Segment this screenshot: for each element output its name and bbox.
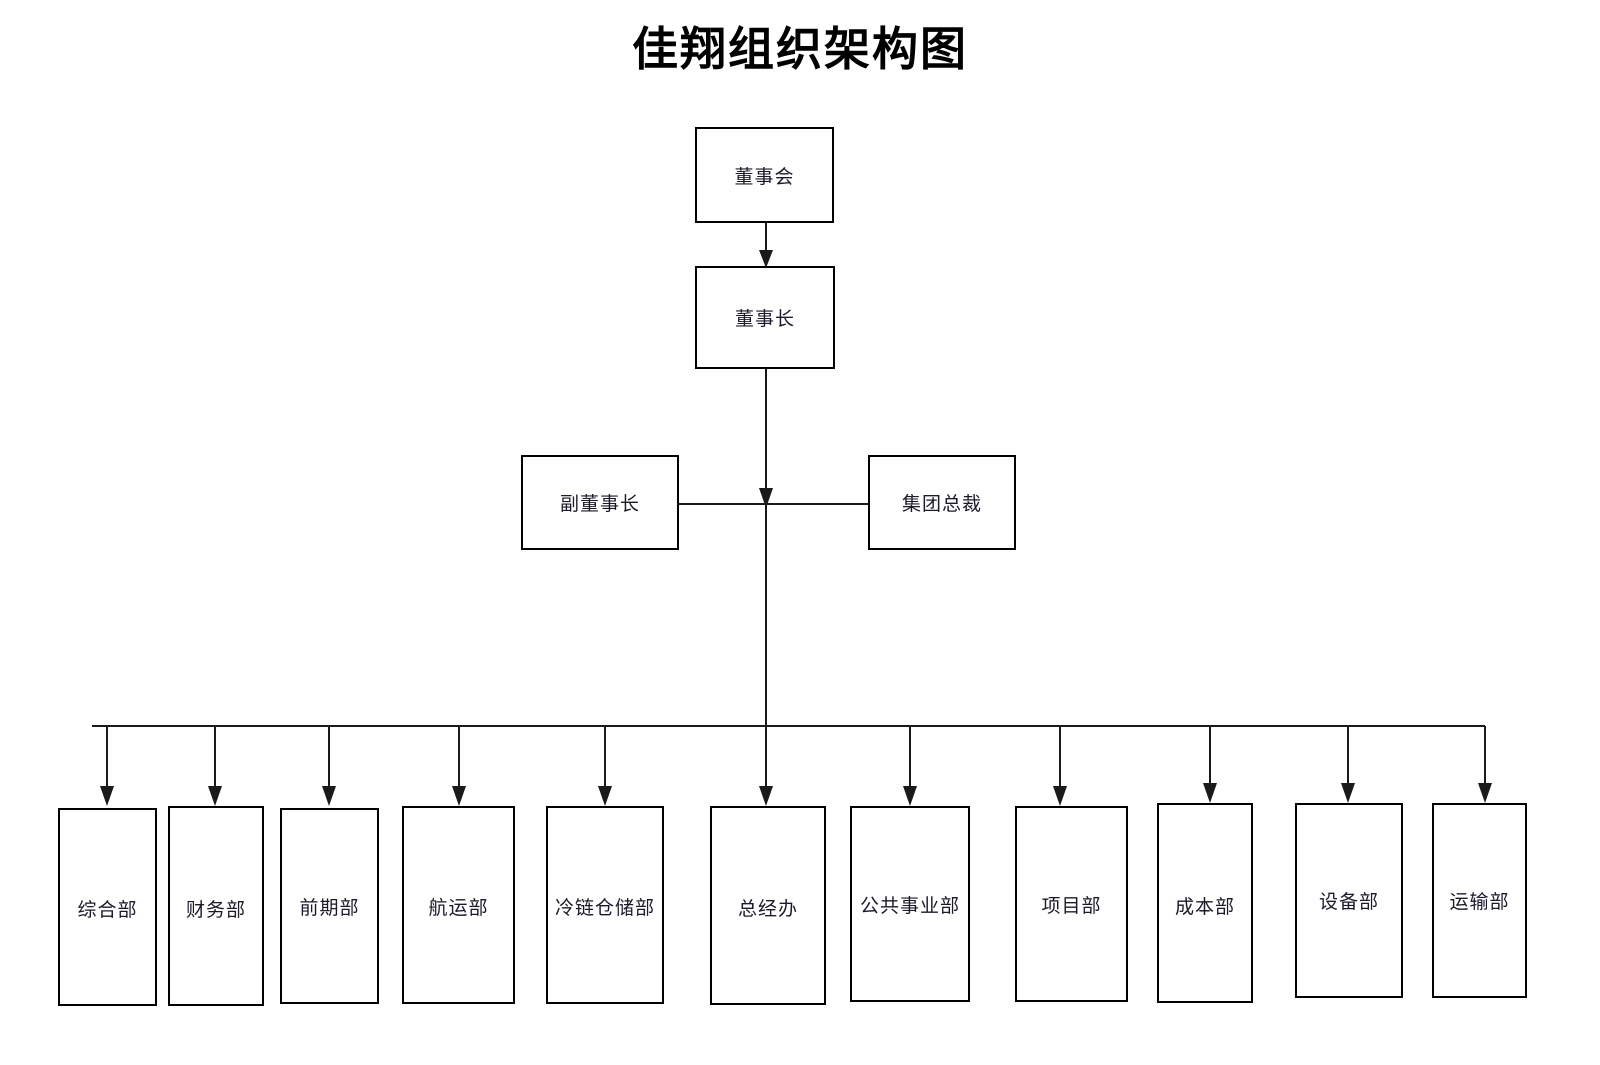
arrow-head-dept-5	[598, 786, 612, 806]
department-box[interactable]: 公共事业部	[850, 806, 970, 1002]
arrow-head-dept-1	[100, 786, 114, 806]
department-label: 财务部	[185, 899, 246, 921]
node-group-president[interactable]: 集团总裁	[868, 455, 1016, 550]
node-board-of-directors[interactable]: 董事会	[695, 127, 834, 223]
department-box[interactable]: 综合部	[58, 808, 157, 1006]
department-box[interactable]: 前期部	[280, 808, 379, 1004]
arrow-head-dept-10	[1341, 783, 1355, 803]
node-vice-chairman[interactable]: 副董事长	[521, 455, 679, 550]
page-title: 佳翔组织架构图	[632, 22, 968, 76]
department-box[interactable]: 设备部	[1295, 803, 1403, 998]
arrow-head-dept-3	[322, 786, 336, 806]
node-board-of-directors-label: 董事会	[734, 165, 795, 188]
department-box[interactable]: 冷链仓储部	[546, 806, 664, 1004]
arrow-head-dept-6	[759, 786, 773, 806]
department-label: 航运部	[428, 897, 489, 919]
department-box[interactable]: 运输部	[1432, 803, 1527, 998]
arrow-head-dept-8	[1053, 786, 1067, 806]
department-box[interactable]: 财务部	[168, 806, 264, 1006]
arrow-head-dept-11	[1478, 783, 1492, 803]
node-chairman-label: 董事长	[734, 308, 795, 330]
department-label: 成本部	[1174, 896, 1235, 918]
department-label: 运输部	[1449, 891, 1510, 913]
department-box[interactable]: 航运部	[402, 806, 515, 1004]
node-group-president-label: 集团总裁	[901, 493, 982, 515]
department-label: 冷链仓储部	[554, 897, 655, 919]
node-chairman[interactable]: 董事长	[695, 266, 835, 369]
arrow-head-dept-2	[208, 786, 222, 806]
arrow-head-dept-4	[452, 786, 466, 806]
department-label: 前期部	[299, 897, 360, 919]
department-box[interactable]: 项目部	[1015, 806, 1128, 1002]
department-label: 设备部	[1318, 891, 1379, 913]
department-label: 总经办	[737, 898, 798, 920]
node-vice-chairman-label: 副董事长	[559, 493, 640, 515]
arrow-head-dept-7	[903, 786, 917, 806]
department-label: 综合部	[77, 899, 138, 921]
department-label: 公共事业部	[859, 895, 960, 917]
arrow-head-cross	[759, 488, 773, 508]
department-label: 项目部	[1041, 895, 1102, 917]
department-box[interactable]: 成本部	[1157, 803, 1253, 1003]
department-box[interactable]: 总经办	[710, 806, 826, 1005]
arrow-head-dept-9	[1203, 783, 1217, 803]
